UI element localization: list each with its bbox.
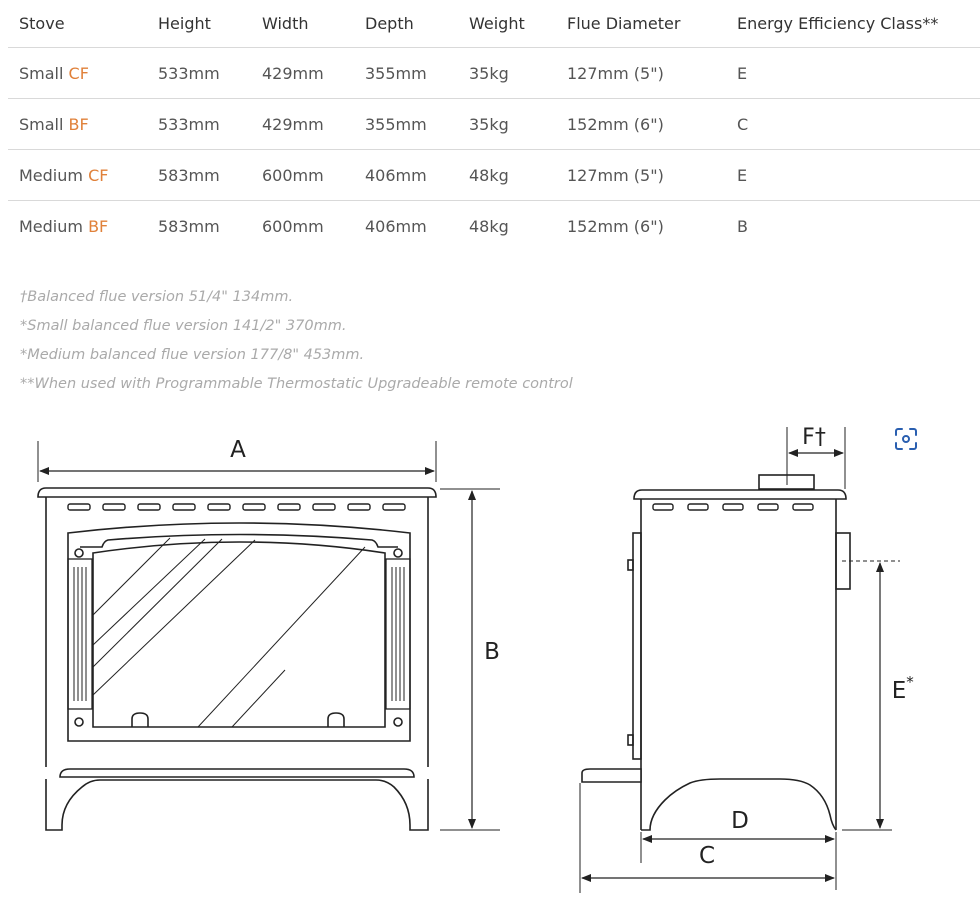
stove-suffix: BF bbox=[88, 216, 109, 236]
stove-suffix: BF bbox=[68, 114, 89, 134]
stove-cell: Small CF bbox=[8, 47, 158, 99]
stove-name: Small bbox=[19, 114, 64, 134]
focus-scan-glyph bbox=[895, 428, 917, 450]
header-energy-class: Energy Efficiency Class** bbox=[737, 0, 980, 48]
height-cell: 533mm bbox=[158, 47, 262, 99]
dimension-label-c: C bbox=[699, 843, 715, 869]
table-row: Medium CF 583mm 600mm 406mm 48kg 127mm (… bbox=[8, 149, 980, 201]
stove-cell: Medium CF bbox=[8, 149, 158, 201]
depth-cell: 355mm bbox=[365, 98, 469, 150]
table-header-row: Stove Height Width Depth Weight Flue Dia… bbox=[8, 0, 980, 48]
footnote-medium-balanced: *Medium balanced flue version 177/8" 453… bbox=[20, 347, 365, 363]
specs-table: Stove Height Width Depth Weight Flue Dia… bbox=[8, 0, 980, 251]
width-cell: 429mm bbox=[262, 98, 365, 150]
stove-dimension-drawing: A B F† E * D C bbox=[37, 425, 914, 893]
footnote-balanced-flue: †Balanced flue version 51/4" 134mm. bbox=[20, 289, 294, 305]
stove-cell: Medium BF bbox=[8, 201, 158, 252]
table-row: Small BF 533mm 429mm 355mm 35kg 152mm (6… bbox=[8, 98, 980, 150]
dimension-label-e: E bbox=[892, 678, 907, 704]
header-stove: Stove bbox=[8, 0, 158, 48]
weight-cell: 35kg bbox=[469, 98, 567, 150]
dimension-label-a: A bbox=[230, 437, 246, 463]
footnote-remote-control: **When used with Programmable Thermostat… bbox=[20, 376, 573, 392]
header-width: Width bbox=[262, 0, 365, 48]
stove-suffix: CF bbox=[68, 63, 89, 83]
weight-cell: 48kg bbox=[469, 216, 509, 236]
width-cell: 429mm bbox=[262, 47, 365, 99]
stove-name: Medium bbox=[19, 216, 83, 236]
efficiency-cell: C bbox=[737, 98, 980, 150]
height-cell: 583mm bbox=[158, 216, 220, 236]
flue-cell: 152mm (6") bbox=[567, 98, 737, 150]
table-row: Medium BF 583mm 600mm 406mm 48kg 152mm (… bbox=[8, 201, 980, 252]
footnotes: †Balanced flue version 51/4" 134mm. *Sma… bbox=[20, 283, 573, 399]
stove-name: Medium bbox=[19, 165, 83, 185]
front-view bbox=[37, 441, 500, 831]
height-cell: 583mm bbox=[158, 149, 262, 201]
stove-name: Small bbox=[19, 63, 64, 83]
flue-cell: 127mm (5") bbox=[567, 47, 737, 99]
height-cell: 533mm bbox=[158, 98, 262, 150]
focus-scan-icon[interactable] bbox=[893, 426, 919, 452]
dimension-label-d: D bbox=[731, 808, 749, 834]
weight-cell: 48kg bbox=[469, 149, 567, 201]
stove-cell: Small BF bbox=[8, 98, 158, 150]
depth-cell: 406mm bbox=[365, 149, 469, 201]
flue-cell: 127mm (5") bbox=[567, 149, 737, 201]
depth-cell: 406mm bbox=[365, 216, 427, 236]
header-flue-diameter: Flue Diameter bbox=[567, 0, 737, 48]
width-cell: 600mm bbox=[262, 149, 365, 201]
stove-suffix: CF bbox=[88, 165, 109, 185]
dimension-label-f: F† bbox=[802, 425, 826, 450]
depth-cell: 355mm bbox=[365, 47, 469, 99]
header-height: Height bbox=[158, 0, 262, 48]
table-row: Small CF 533mm 429mm 355mm 35kg 127mm (5… bbox=[8, 47, 980, 99]
dimension-label-e-asterisk: * bbox=[906, 673, 914, 691]
side-view bbox=[579, 427, 900, 893]
footnote-small-balanced: *Small balanced flue version 141/2" 370m… bbox=[20, 318, 347, 334]
weight-cell: 35kg bbox=[469, 47, 567, 99]
width-cell: 600mm bbox=[262, 216, 324, 236]
header-weight: Weight bbox=[469, 0, 567, 48]
header-depth: Depth bbox=[365, 0, 469, 48]
flue-cell: 152mm (6") bbox=[567, 216, 664, 236]
efficiency-cell: B bbox=[737, 216, 748, 236]
efficiency-cell: E bbox=[737, 47, 980, 99]
dimension-label-b: B bbox=[484, 639, 500, 665]
efficiency-cell: E bbox=[737, 149, 980, 201]
